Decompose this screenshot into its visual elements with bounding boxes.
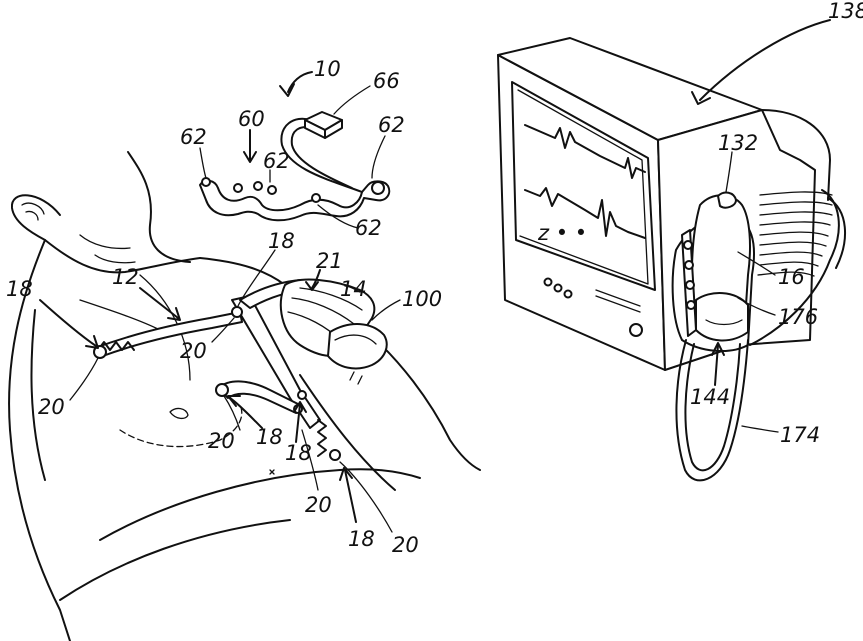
ref-18-center: 18 bbox=[256, 425, 283, 449]
ref-176: 176 bbox=[778, 305, 818, 329]
ref-16: 16 bbox=[778, 265, 805, 289]
ref-12: 12 bbox=[112, 265, 139, 289]
monitor-button[interactable] bbox=[565, 291, 572, 298]
ref-10: 10 bbox=[314, 57, 341, 81]
monitor-button[interactable] bbox=[555, 285, 562, 292]
ref-62-left: 62 bbox=[180, 125, 207, 149]
ref-20-center: 20 bbox=[208, 429, 235, 453]
ref-18-top: 18 bbox=[268, 229, 295, 253]
ref-20-lower: 20 bbox=[305, 493, 332, 517]
ref-18-mid: 18 bbox=[285, 441, 312, 465]
ref-18-lower: 18 bbox=[348, 527, 375, 551]
ref-138: 138 bbox=[828, 0, 863, 23]
ref-20-lower-right: 20 bbox=[392, 533, 419, 557]
ref-20-upper: 20 bbox=[180, 339, 207, 363]
ref-18-left: 18 bbox=[6, 277, 33, 301]
ref-14: 14 bbox=[340, 277, 367, 301]
ref-100: 100 bbox=[402, 287, 442, 311]
monitor-button[interactable] bbox=[545, 279, 552, 286]
ref-62-right: 62 bbox=[378, 113, 405, 137]
handheld-receiver bbox=[673, 193, 754, 481]
ref-62-bottom: 62 bbox=[355, 216, 382, 240]
electrode-patch bbox=[200, 112, 389, 220]
ref-174: 174 bbox=[780, 423, 820, 447]
patient-torso bbox=[9, 152, 480, 641]
ref-144: 144 bbox=[690, 385, 730, 409]
ref-66: 66 bbox=[373, 69, 400, 93]
ref-20-left: 20 bbox=[38, 395, 65, 419]
screen-text: z • • bbox=[537, 221, 587, 245]
ref-62-center: 62 bbox=[263, 149, 290, 173]
ref-21: 21 bbox=[316, 249, 343, 273]
power-button[interactable] bbox=[630, 324, 642, 336]
ref-132: 132 bbox=[718, 131, 758, 155]
ref-60: 60 bbox=[238, 107, 265, 131]
shoulder-transmitter bbox=[281, 280, 387, 384]
